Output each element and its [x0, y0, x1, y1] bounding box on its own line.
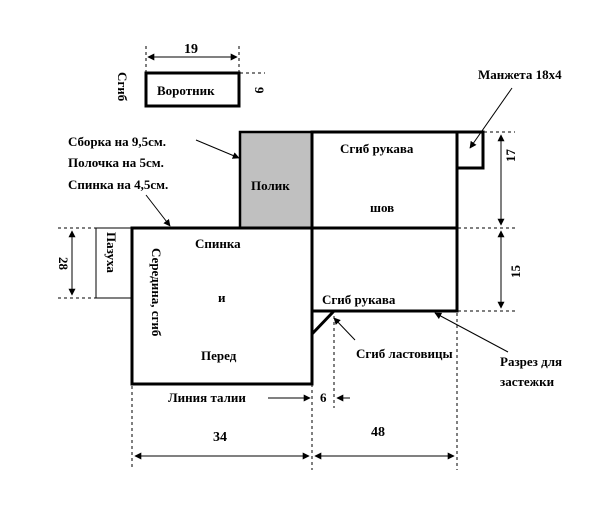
collar-fold-label: Сгиб: [115, 72, 130, 102]
cuff-piece: [455, 130, 485, 170]
gather-note-2: Полочка на 5см.: [68, 155, 164, 170]
slit-arrow: [434, 312, 509, 353]
gather-notes: Сборка на 9,5см. Полочка на 5см. Спинка …: [68, 134, 240, 227]
gather-arrow-body: [145, 194, 171, 227]
yoke-label: Полик: [251, 178, 290, 193]
collar-height-label: 9: [252, 87, 267, 94]
collar-label: Воротник: [157, 83, 215, 98]
middle-fold-label: Середина, сгиб: [149, 248, 164, 337]
gather-arrow-yoke: [195, 139, 240, 159]
gather-note-3: Спинка на 4,5см.: [68, 177, 168, 192]
width-48-label: 48: [371, 425, 385, 440]
back-front-piece: [130, 226, 314, 386]
width-6-label: 6: [320, 390, 327, 405]
gather-note-1: Сборка на 9,5см.: [68, 134, 166, 149]
collar-piece: [144, 71, 241, 108]
gusset-fold-line: [310, 309, 336, 336]
cuff-label: Манжета 18x4: [478, 67, 562, 82]
seam-label: шов: [370, 200, 394, 215]
height-15-label: 15: [508, 265, 523, 279]
slit-label-2: застежки: [500, 374, 555, 389]
height-17-label: 17: [503, 149, 518, 163]
armpit-label: Пазуха: [104, 232, 119, 273]
sleeve-fold-bottom-label: Сгиб рукава: [322, 292, 396, 307]
gusset-arrow: [333, 317, 356, 341]
slit-label-1: Разрез для: [500, 354, 562, 369]
width-34-label: 34: [213, 430, 227, 445]
collar-group: 19 Сгиб Воротник 9: [115, 42, 267, 108]
back-front-label-3: Перед: [201, 348, 237, 363]
height-28-label: 28: [56, 257, 71, 271]
back-front-label-1: Спинка: [195, 236, 241, 251]
sleeve-fold-top-label: Сгиб рукава: [340, 141, 414, 156]
gusset-fold-label: Сгиб ластовицы: [356, 346, 453, 361]
collar-width-label: 19: [184, 42, 198, 57]
yoke-piece: [238, 130, 314, 230]
cuff-arrow: [469, 87, 513, 149]
back-front-label-2: и: [218, 290, 226, 305]
waist-line-label: Линия талии: [168, 390, 246, 405]
